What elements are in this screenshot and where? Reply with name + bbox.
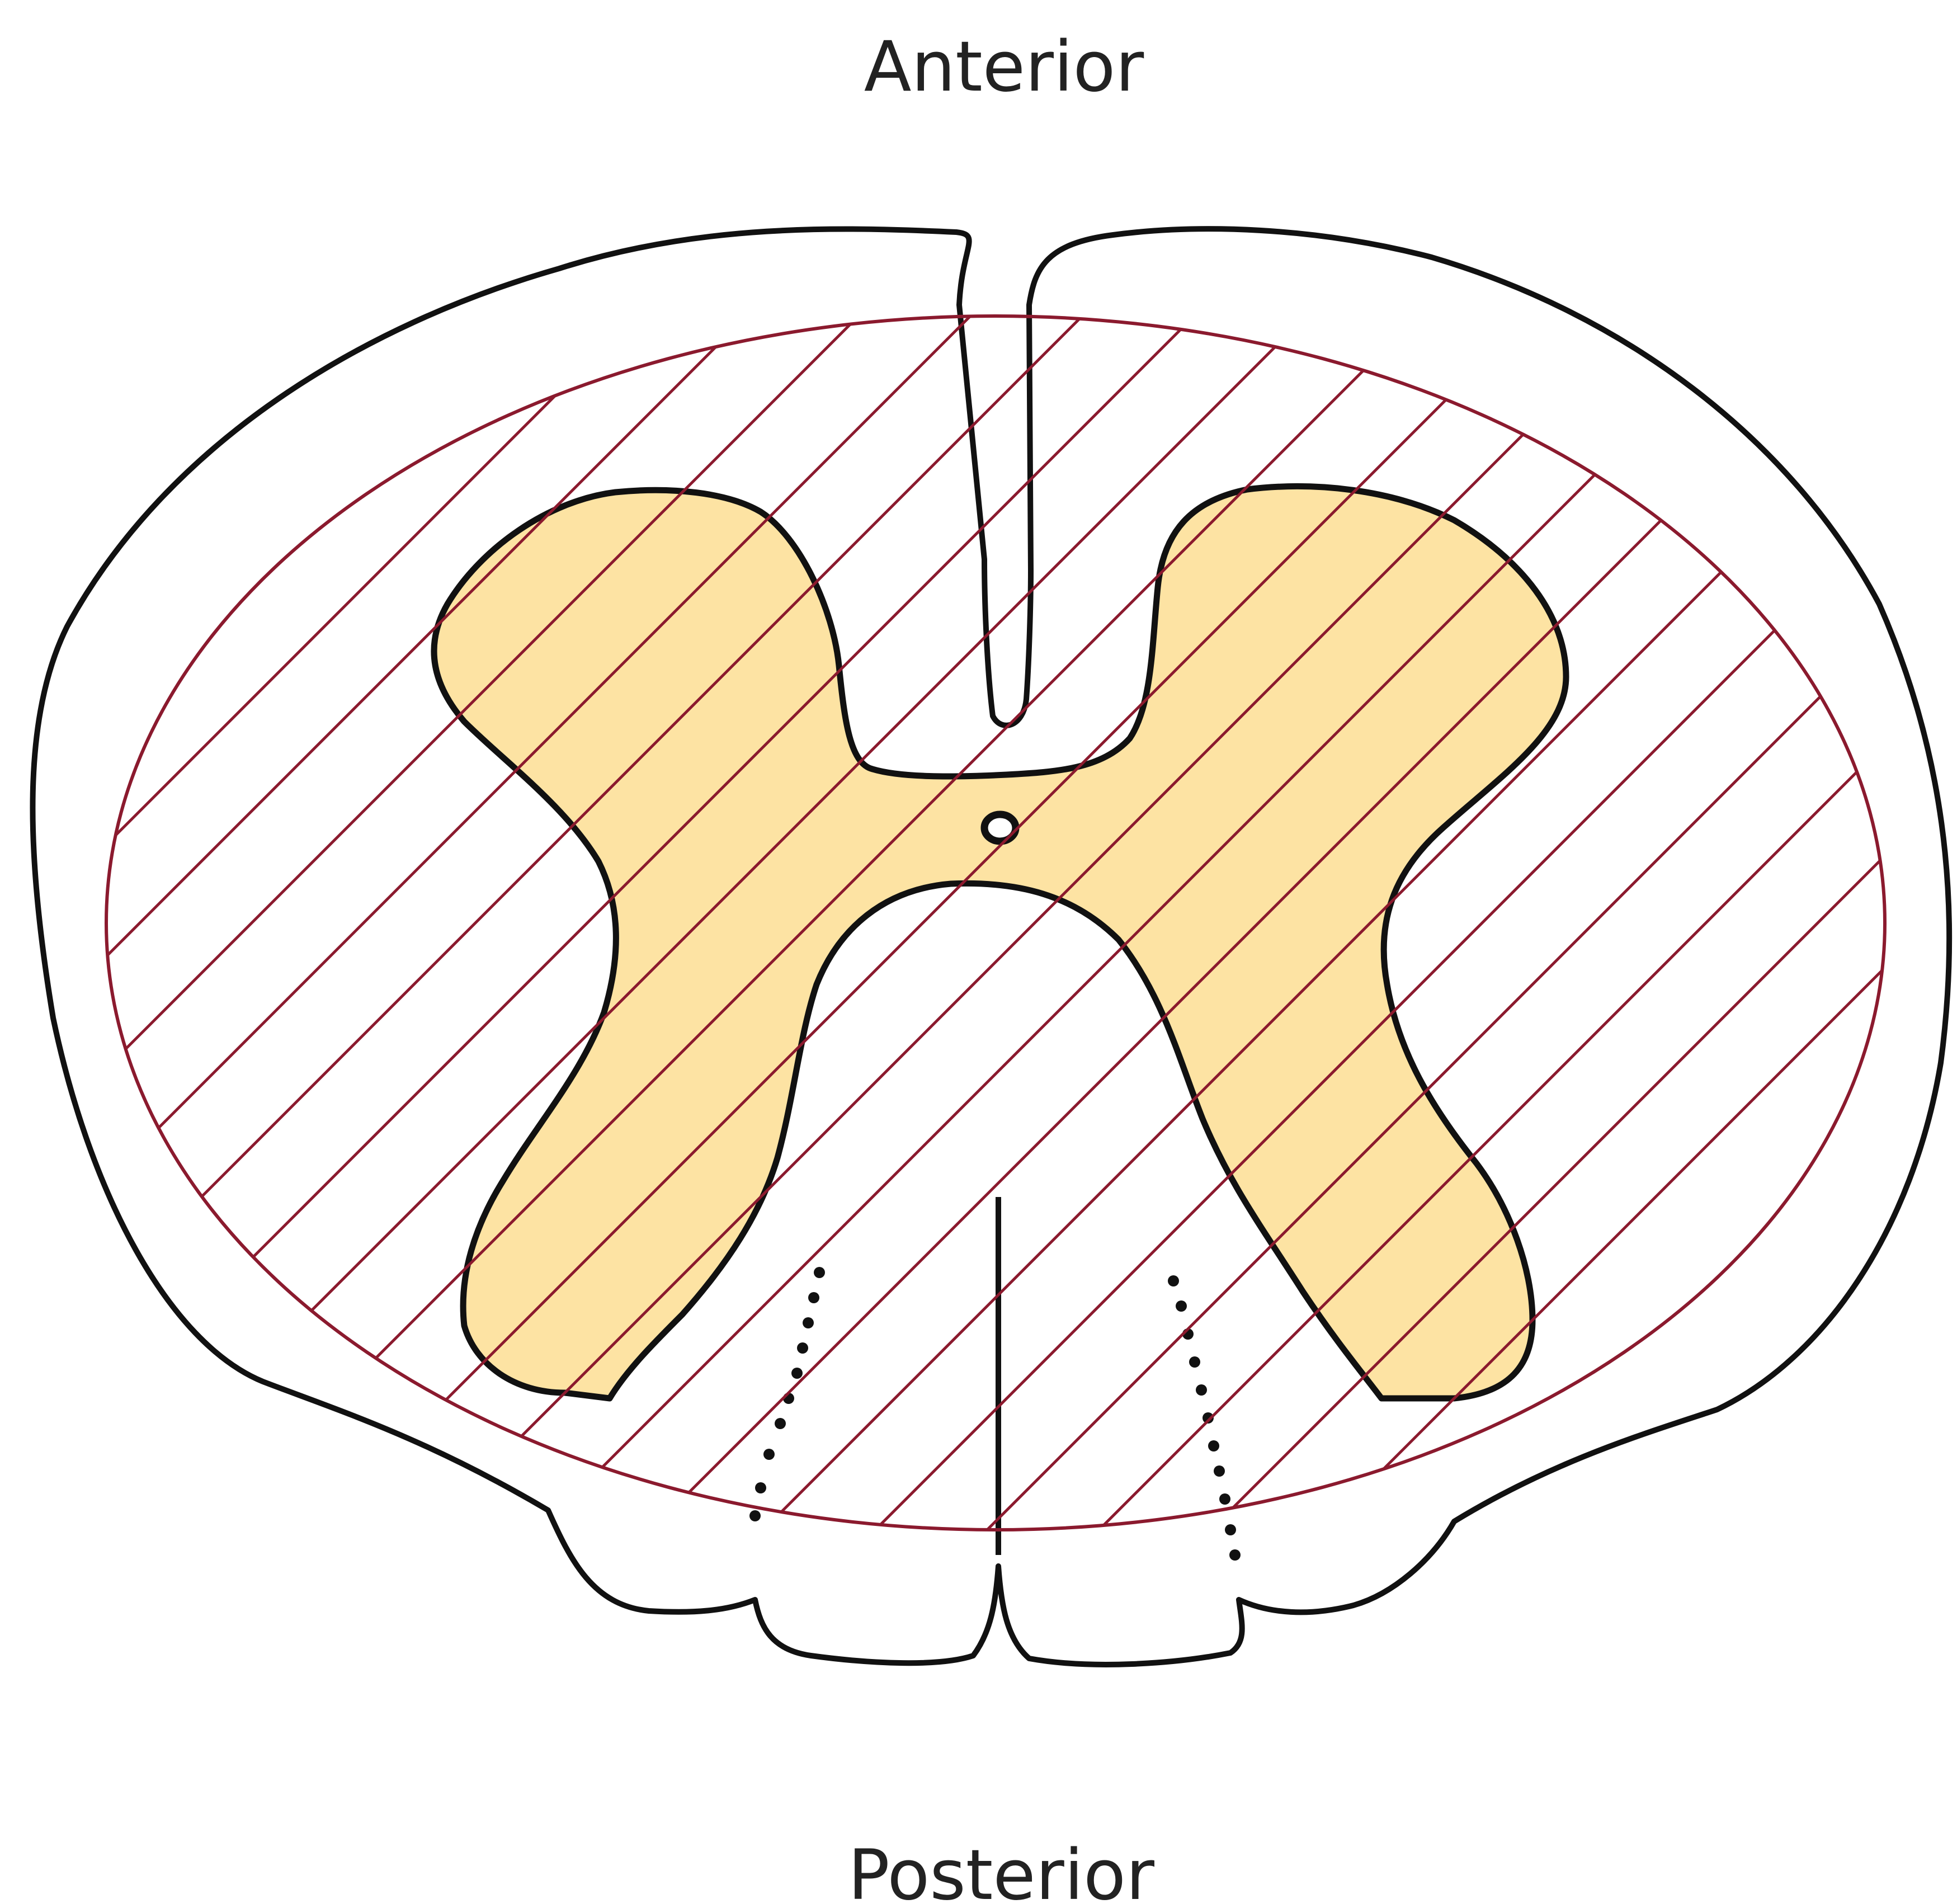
- spinal-cord-outline: [32, 229, 1949, 1665]
- posterior-label: Posterior: [848, 1835, 1154, 1904]
- anterior-label: Anterior: [864, 27, 1144, 107]
- central-canal: [984, 814, 1016, 841]
